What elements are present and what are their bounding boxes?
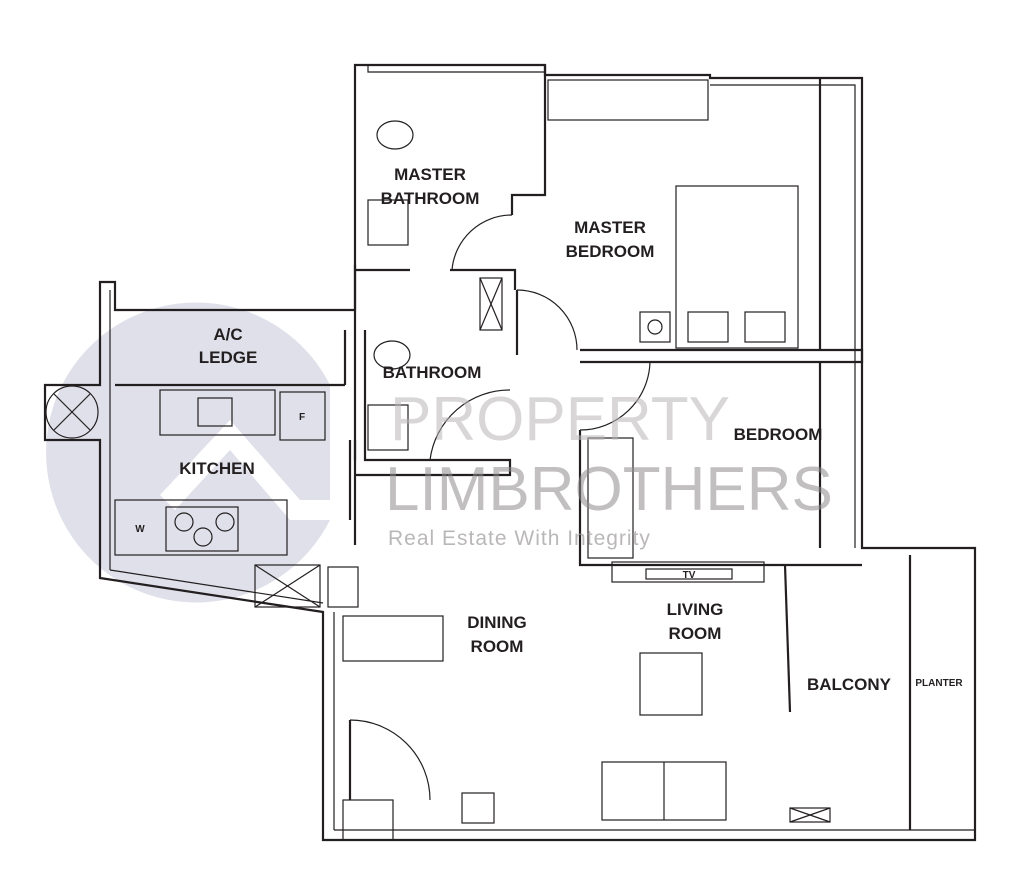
interior-walls <box>115 65 912 830</box>
wardrobe-master <box>547 79 709 121</box>
label-tv: TV <box>683 570 696 581</box>
coffee-table <box>639 652 703 716</box>
label-ac-ledge-1: A/C <box>213 325 242 344</box>
watermark-tagline: Real Estate With Integrity <box>388 527 651 550</box>
label-master-bathroom-1: MASTER <box>394 165 466 184</box>
fixtures <box>45 79 831 841</box>
stove <box>165 506 239 552</box>
label-master-bathroom-2: BATHROOM <box>381 189 480 208</box>
tv-console <box>611 561 765 583</box>
basin-master <box>367 199 409 246</box>
doors <box>348 214 792 801</box>
label-fridge: F <box>299 412 305 423</box>
toilet <box>373 340 411 370</box>
label-balcony: BALCONY <box>807 675 892 694</box>
watermark-line1: PROPERTY <box>390 385 730 454</box>
label-planter: PLANTER <box>915 678 963 689</box>
watermark-line2: LIMBROTHERS <box>385 455 833 524</box>
basin <box>367 404 409 451</box>
bed <box>675 185 799 349</box>
dining-table <box>342 615 444 662</box>
label-living-2: ROOM <box>669 624 722 643</box>
label-washer: W <box>135 524 145 535</box>
label-bedroom: BEDROOM <box>734 425 823 444</box>
wardrobe-bedroom <box>587 437 634 559</box>
label-master-bedroom-1: MASTER <box>574 218 646 237</box>
label-kitchen: KITCHEN <box>179 459 255 478</box>
label-bathroom: BATHROOM <box>383 363 482 382</box>
fridge <box>279 391 326 441</box>
label-dining-2: ROOM <box>471 637 524 656</box>
label-dining-1: DINING <box>467 613 527 632</box>
toilet-master <box>376 120 414 150</box>
label-living-1: LIVING <box>667 600 724 619</box>
watermark-logo <box>46 302 330 603</box>
label-master-bedroom-2: BEDROOM <box>566 242 655 261</box>
kitchen-sink <box>159 389 276 436</box>
fan-icon <box>45 385 99 439</box>
exterior-walls <box>43 63 977 842</box>
label-ac-ledge-2: LEDGE <box>199 348 258 367</box>
